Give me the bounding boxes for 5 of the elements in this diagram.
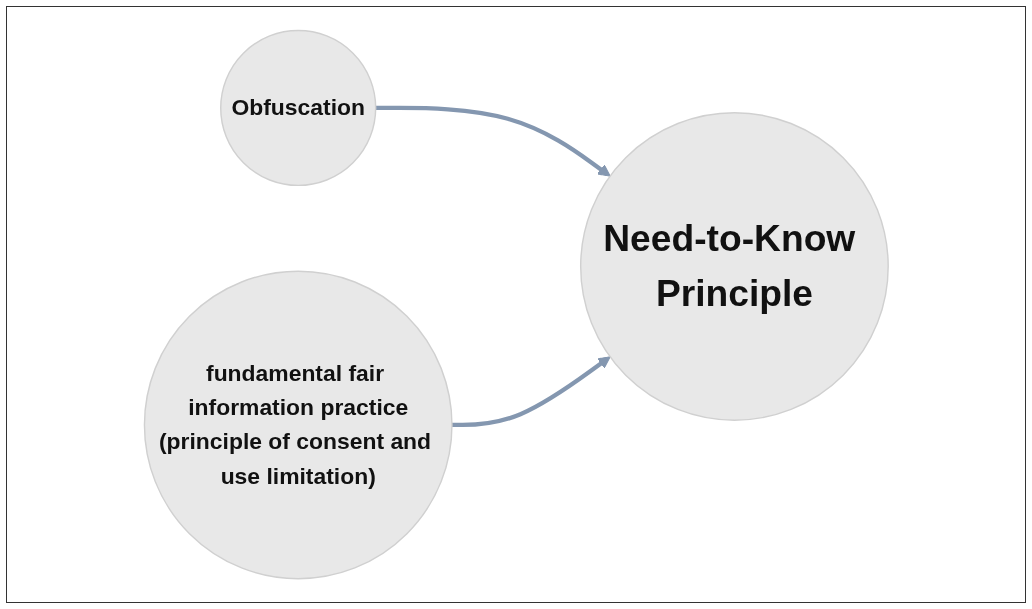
node-circle: fundamental fair information practice (principle of consent and use limitation) — [143, 270, 453, 580]
arrow — [451, 356, 611, 428]
node-circle: Need-to-Know Principle — [579, 111, 889, 421]
arrow — [375, 105, 611, 177]
node-circle: Obfuscation — [219, 29, 377, 187]
